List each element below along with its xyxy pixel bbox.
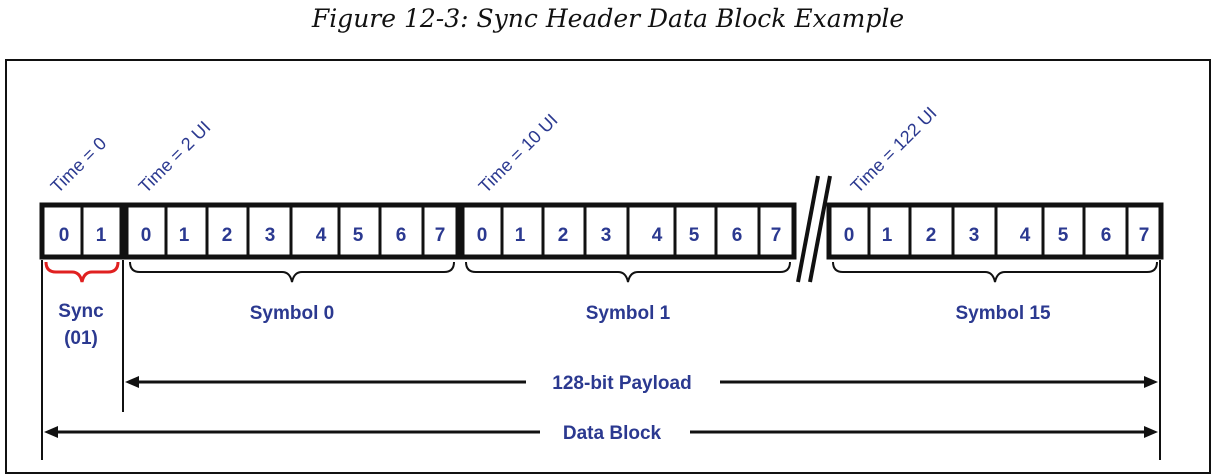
symbol-1-label: Symbol 1 (586, 303, 671, 324)
symbol-0-brace (129, 261, 455, 283)
symbol-1-bit-6: 6 (732, 225, 743, 246)
diagram-frame (5, 59, 1211, 474)
symbol-15-block: 0 1 2 3 4 5 6 7 (826, 202, 1164, 260)
symbol-1-bit-4: 4 (652, 225, 663, 246)
symbol-1-bit-5: 5 (689, 225, 700, 246)
symbol-1-bit-1: 1 (515, 225, 526, 246)
figure-caption: Figure 12-3: Sync Header Data Block Exam… (311, 4, 905, 33)
symbol-15-bit-0: 0 (844, 225, 855, 246)
symbol-0-bit-7: 7 (435, 225, 446, 246)
symbol-15-bit-6: 6 (1101, 225, 1112, 246)
symbol-1-bit-0: 0 (477, 225, 488, 246)
payload-arrow: 128-bit Payload (125, 373, 1158, 394)
symbol-15-bit-3: 3 (969, 225, 980, 246)
symbol-0-bit-1: 1 (179, 225, 190, 246)
sync-label-line-2: (01) (64, 328, 98, 349)
break-marks (796, 175, 832, 283)
symbol-0-bit-2: 2 (222, 225, 233, 246)
symbol-15-bit-5: 5 (1058, 225, 1069, 246)
symbol-1-bit-2: 2 (558, 225, 569, 246)
symbol-0-label: Symbol 0 (250, 303, 334, 324)
sync-brace (44, 261, 120, 283)
time-label-122ui: Time = 122 UI (847, 103, 941, 197)
sync-header-block: 0 1 (39, 202, 125, 260)
symbol-1-bit-7: 7 (771, 225, 782, 246)
symbol-0-bit-5: 5 (353, 225, 364, 246)
symbol-15-brace (832, 261, 1158, 283)
symbol-15-bit-2: 2 (926, 225, 937, 246)
symbol-0-bit-4: 4 (316, 225, 327, 246)
symbol-15-bit-1: 1 (882, 225, 893, 246)
time-label-10ui: Time = 10 UI (475, 110, 562, 197)
time-label-2ui: Time = 2 UI (135, 117, 215, 197)
sync-bit-0: 0 (59, 225, 70, 246)
symbol-1-block: 0 1 2 3 4 5 6 7 (459, 202, 797, 260)
sync-label-line-1: Sync (58, 301, 104, 322)
symbol-0-bit-6: 6 (396, 225, 407, 246)
data-block-arrow: Data Block (44, 423, 1158, 444)
symbol-0-block: 0 1 2 3 4 5 6 7 (123, 202, 461, 260)
time-label-0: Time = 0 (47, 133, 111, 197)
symbol-15-bit-4: 4 (1020, 225, 1031, 246)
data-block-label: Data Block (563, 423, 662, 444)
symbol-1-bit-3: 3 (601, 225, 612, 246)
symbol-15-bit-7: 7 (1139, 225, 1150, 246)
payload-label: 128-bit Payload (552, 373, 691, 394)
symbol-1-brace (465, 261, 791, 283)
sync-bit-1: 1 (96, 225, 107, 246)
symbol-0-bit-3: 3 (265, 225, 276, 246)
symbol-0-bit-0: 0 (141, 225, 152, 246)
symbol-15-label: Symbol 15 (955, 303, 1050, 324)
